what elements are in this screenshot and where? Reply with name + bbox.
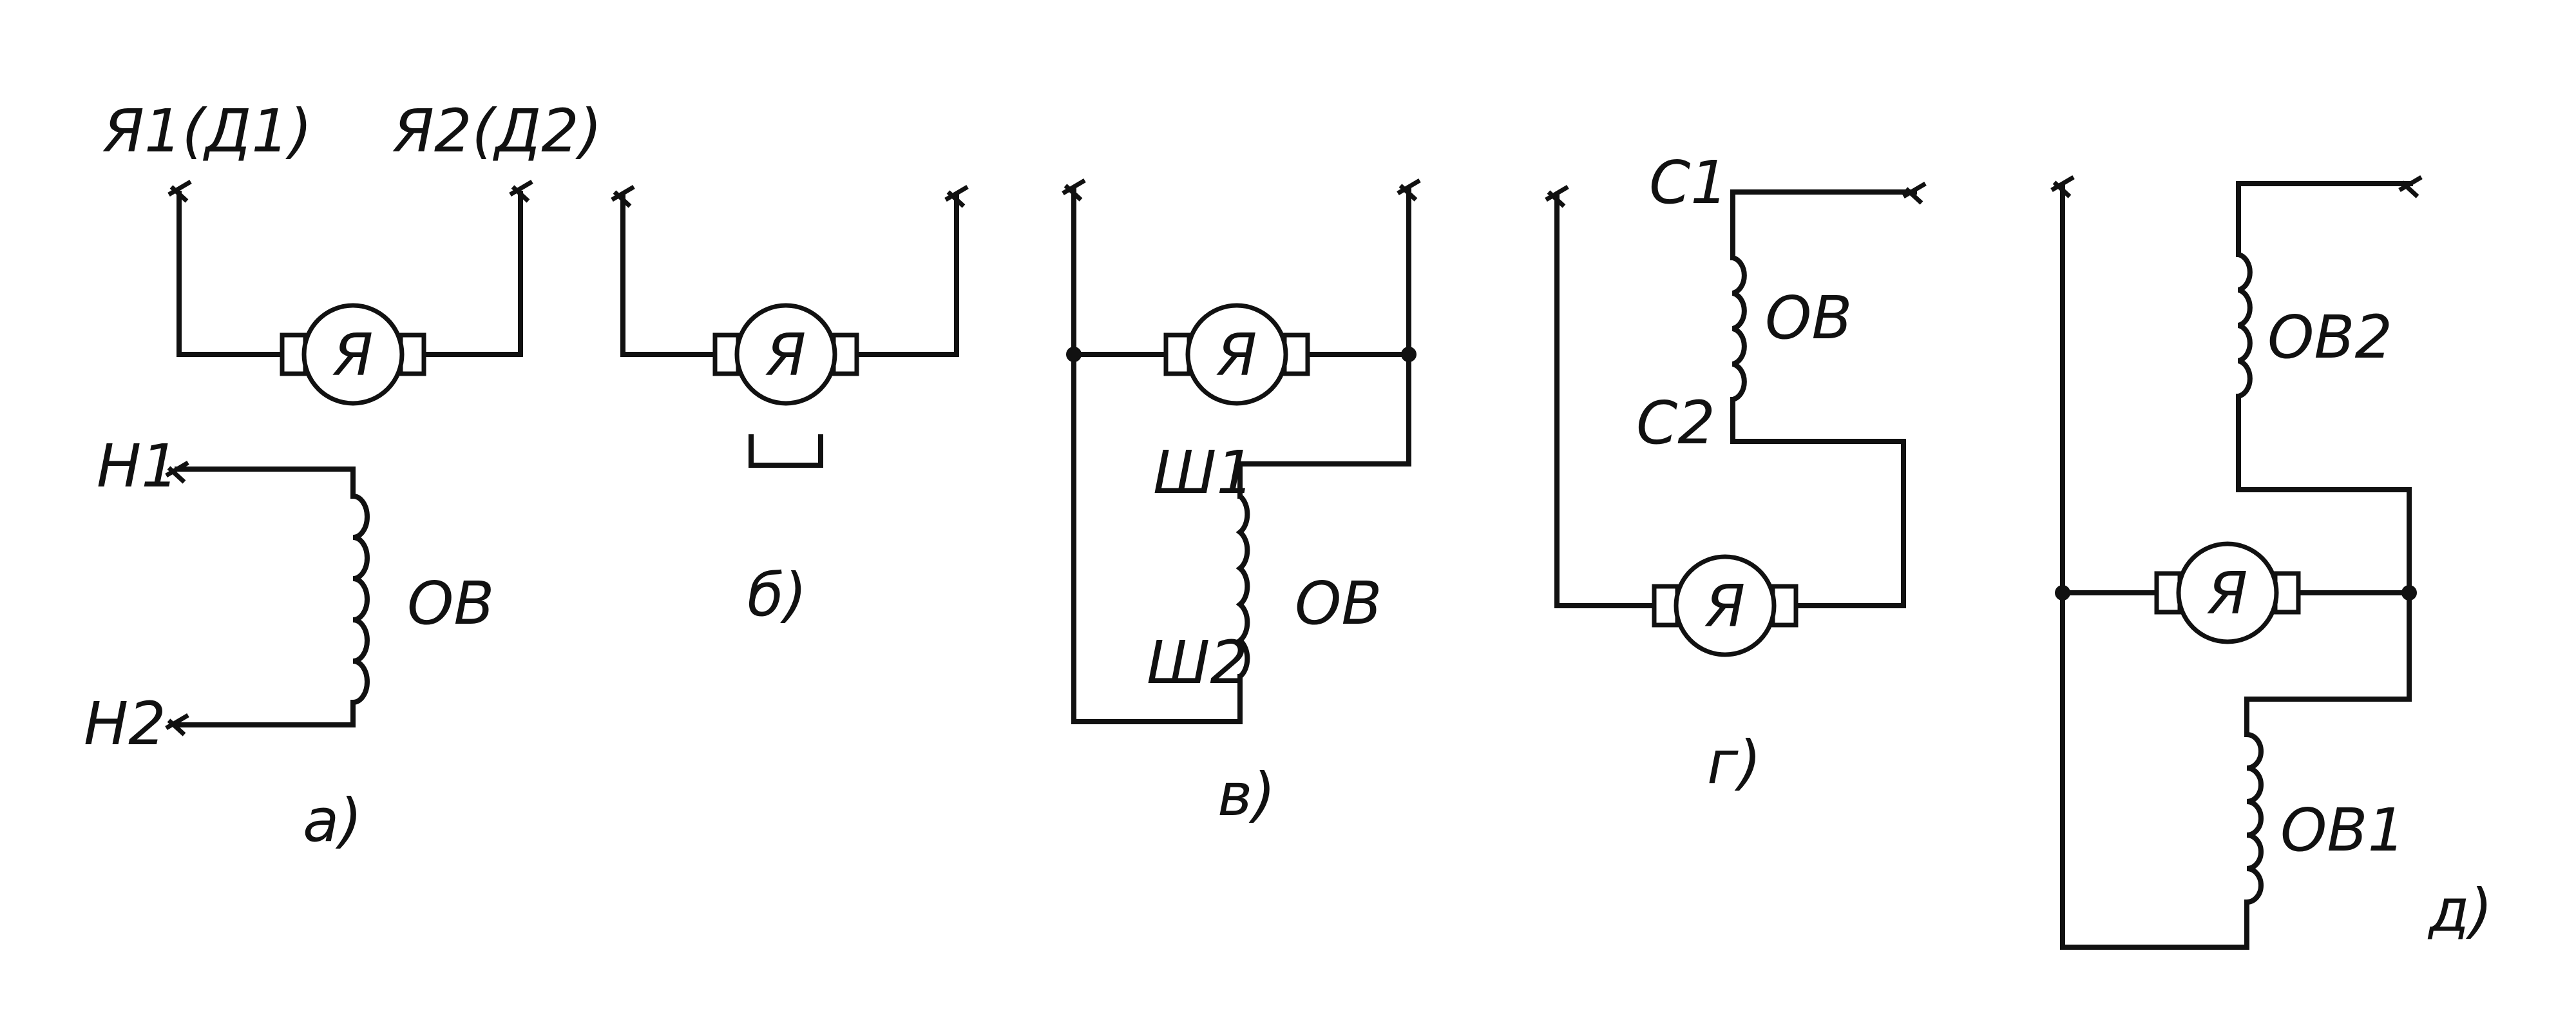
wire-d-left-loop	[2060, 184, 2249, 950]
caption-a: а)	[303, 786, 362, 855]
armature-d-label: Я	[2207, 560, 2248, 628]
field-end-label-a: Н2	[84, 689, 166, 758]
armature-v-circle	[1185, 303, 1288, 406]
armature-v-label: Я	[1216, 322, 1257, 389]
field-start-label-a: Н1	[97, 432, 179, 501]
field-coil-g-icon	[1730, 255, 1747, 402]
wire-a-right	[421, 191, 523, 357]
field-coil-v-icon	[1236, 494, 1250, 679]
series-coil-d-icon	[2236, 252, 2253, 399]
caption-d: д)	[2427, 876, 2493, 945]
junction-v-left	[1066, 347, 1082, 362]
armature-g-label: Я	[1704, 573, 1746, 640]
wire-a-field-bottom	[175, 700, 356, 727]
caption-b: б)	[747, 561, 807, 630]
armature-b-circle	[734, 303, 837, 406]
wire-a-left	[177, 191, 286, 357]
shunt-coil-d-icon	[2244, 732, 2264, 905]
wire-a-field-top	[175, 467, 356, 499]
armature-v: Я	[1163, 303, 1310, 406]
field-start-label-g: С1	[1649, 148, 1728, 217]
terminal-label-a2: Я2(Д2)	[392, 97, 602, 166]
diagram-g: С1 С2 ОВ Я г)	[1545, 148, 1927, 797]
junction-d-left	[2055, 585, 2070, 601]
diagram-a: Я1(Д1) Я2(Д2) Я Н1 Н2 ОВ а)	[84, 97, 602, 855]
wire-g-left	[1554, 194, 1658, 608]
brush-a-left	[280, 332, 308, 376]
winding-label-g: ОВ	[1765, 284, 1853, 352]
diagram-b: Я б)	[611, 184, 969, 630]
wire-v-left-loop	[1071, 188, 1243, 724]
permanent-magnet-icon	[749, 434, 823, 468]
armature-b: Я	[712, 303, 859, 406]
terminal-label-a1: Я1(Д1)	[102, 97, 312, 166]
wire-d-top	[2236, 181, 2413, 257]
wire-g-right	[1730, 397, 1906, 608]
field-end-label-g: С2	[1636, 389, 1715, 457]
junction-v-right	[1401, 347, 1417, 362]
terminal-d2-icon	[2398, 175, 2423, 198]
winding-label-a: ОВ	[407, 569, 495, 638]
armature-a-circle	[301, 303, 405, 406]
armature-g: Я	[1652, 554, 1798, 657]
field-start-label-v: Ш1	[1153, 438, 1254, 507]
armature-g-circle	[1674, 554, 1777, 657]
field-end-label-v: Ш2	[1147, 628, 1248, 697]
diagram-v: Я Ш1 Ш2 ОВ в)	[1062, 178, 1421, 829]
brush-d-right	[2273, 571, 2301, 615]
brush-a-right	[398, 332, 426, 376]
wire-b-left	[620, 194, 719, 357]
winding-label-v: ОВ	[1295, 569, 1382, 638]
caption-v: в)	[1217, 760, 1275, 829]
armature-a-label: Я	[332, 322, 374, 389]
armature-a: Я	[280, 303, 426, 406]
wire-g-top	[1730, 189, 1917, 260]
diagram-d: ОВ2 Я ОВ1 д)	[2050, 175, 2493, 950]
caption-g: г)	[1707, 728, 1761, 797]
armature-d-circle	[2176, 541, 2279, 644]
wire-b-right	[854, 194, 959, 357]
wire-v-right-field	[1237, 188, 1411, 499]
armature-d: Я	[2154, 541, 2301, 644]
field-coil-a-icon	[350, 494, 370, 705]
armature-b-label: Я	[765, 322, 806, 389]
junction-d-right	[2401, 585, 2417, 601]
shunt-winding-label-d: ОВ1	[2280, 796, 2405, 865]
series-winding-label-d: ОВ2	[2267, 303, 2392, 372]
